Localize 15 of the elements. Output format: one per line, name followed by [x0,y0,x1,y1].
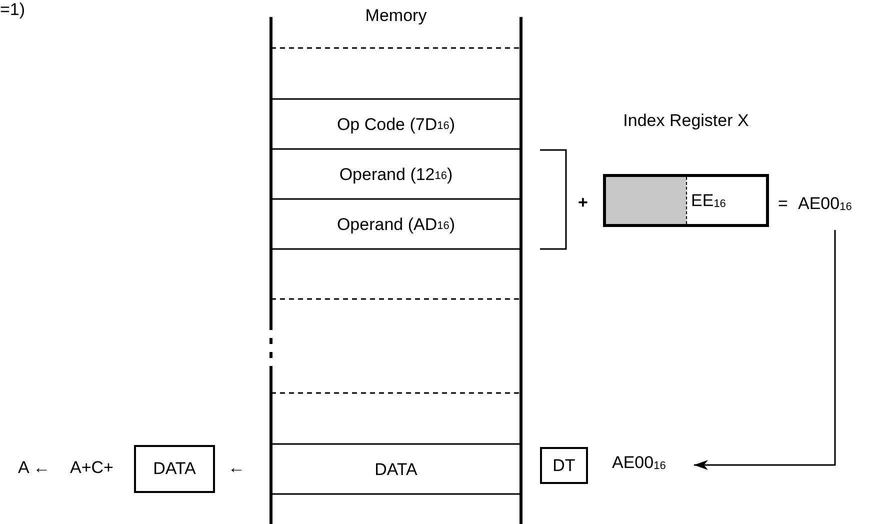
expression-text: A+C+ [70,458,114,478]
assignment-text: A ← [18,458,50,478]
partial-caption: =1) [0,0,26,20]
arrow [694,230,836,470]
register-value: EE$_{16}$ [691,191,726,211]
column-heading: Memory [364,6,428,26]
address-text: AE00$_{16}$ [612,453,692,477]
plus-sign: + [578,193,588,213]
address-text: AE00$_{16}$ [798,194,872,218]
arrow-symbol: ← [228,458,245,478]
data-latch-box: DT [540,447,588,484]
register-heading: Index Register X [623,110,749,132]
data-box: DATA [134,445,215,493]
memory-cell-text: DATA [374,458,418,480]
equals-sign: = [778,194,788,214]
